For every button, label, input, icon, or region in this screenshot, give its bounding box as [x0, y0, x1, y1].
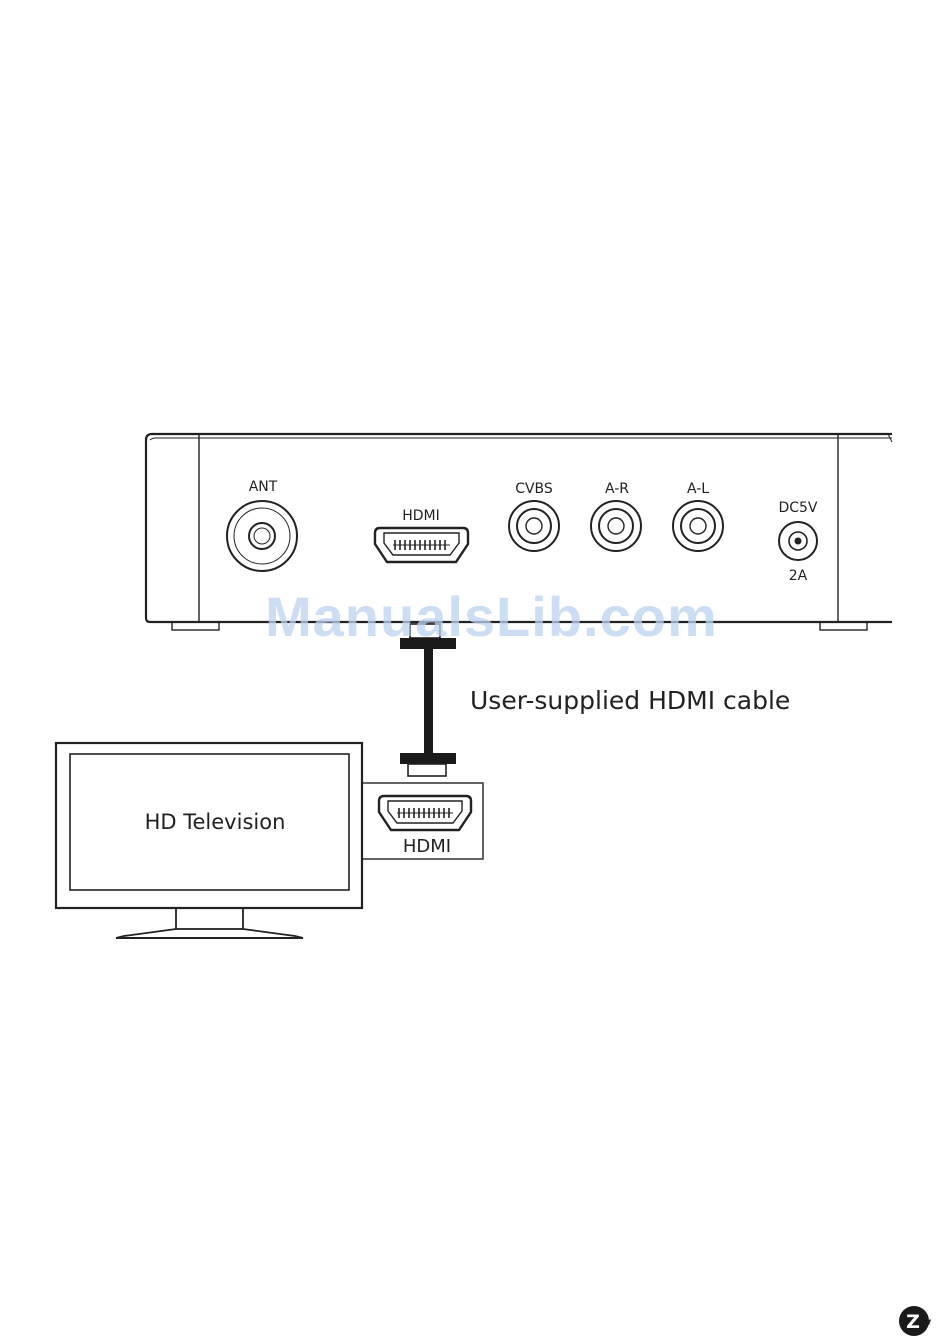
dc-power-port: [779, 522, 817, 560]
ant-label: ANT: [249, 479, 278, 495]
cable-label: User-supplied HDMI cable: [470, 686, 790, 715]
left-foot: [172, 622, 219, 630]
tv-hdmi-port: [379, 796, 471, 830]
cvbs-label: CVBS: [515, 481, 553, 497]
receiver-hdmi-port: [375, 528, 468, 562]
tv-label: HD Television: [145, 810, 286, 834]
cvbs-port: [509, 501, 559, 551]
right-foot: [820, 622, 867, 630]
brand-logo-icon: Z v: [899, 1304, 933, 1338]
logo-letter: Z: [906, 1311, 920, 1333]
audio-left-label: A-L: [687, 481, 709, 497]
ant-port: [227, 501, 297, 571]
tv-hdmi-label: HDMI: [403, 836, 451, 857]
audio-right-port: [591, 501, 641, 551]
dc-rating-label: 2A: [789, 568, 808, 584]
television: [56, 743, 362, 938]
watermark: ManualsLib.com: [265, 584, 718, 649]
audio-left-port: [673, 501, 723, 551]
receiver-hdmi-label: HDMI: [402, 508, 440, 524]
audio-right-label: A-R: [605, 481, 629, 497]
dc-label: DC5V: [778, 500, 817, 516]
logo-sub: v: [925, 1317, 932, 1328]
